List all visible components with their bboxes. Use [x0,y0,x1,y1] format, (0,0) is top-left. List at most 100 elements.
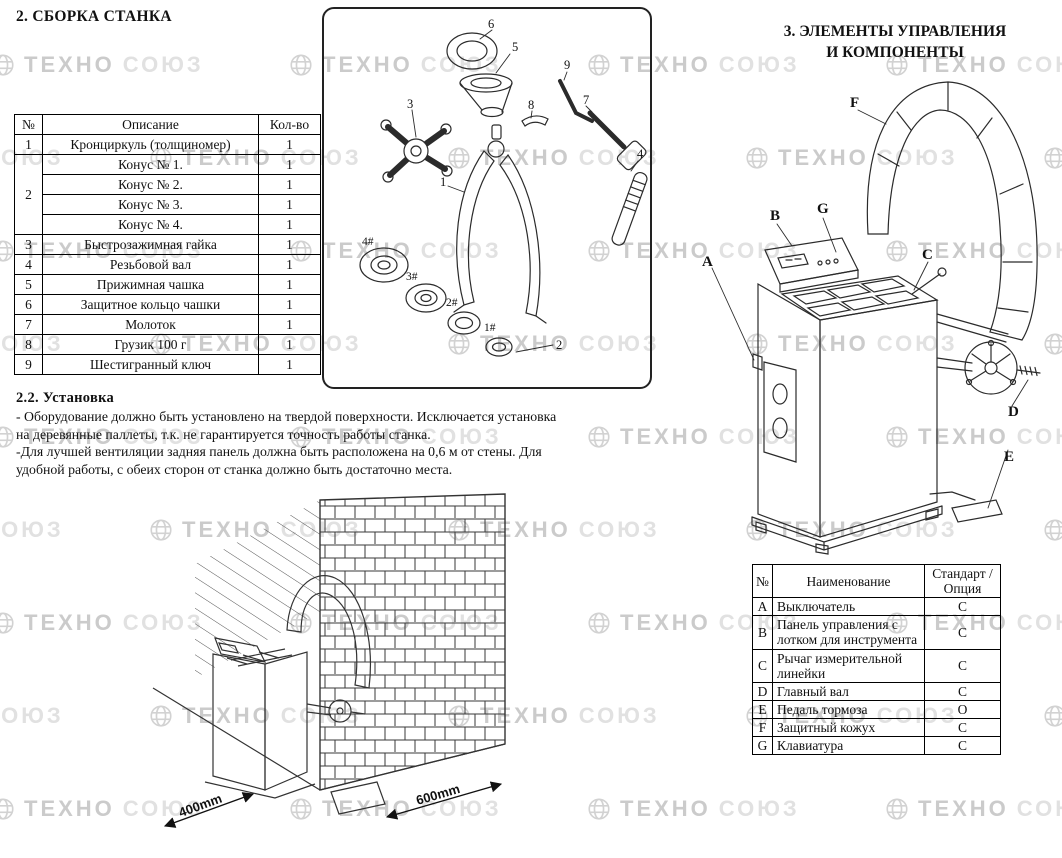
parts-cell-desc: Резьбовой вал [42,254,259,275]
cone-label: 1# [484,322,496,334]
parts-cell-num: 8 [14,334,43,355]
globe-watermark-icon [448,333,470,355]
callout-label: 6 [488,17,494,31]
callout-label: 3 [407,97,413,111]
caliper-part [453,124,547,324]
component-label-C: C [922,247,933,263]
component-cell-value: С [924,615,1001,650]
cabinet-shape [757,282,938,538]
component-leader-lines [711,109,1029,509]
section-controls-title: 3. ЭЛЕМЕНТЫ УПРАВЛЕНИЯ И КОМПОНЕНТЫ [745,22,1045,64]
globe-watermark-icon [588,240,610,262]
callout-label: 2 [556,338,562,352]
components-header-num: № [752,563,773,599]
globe-watermark-icon [0,54,14,76]
component-cell-value: С [924,681,1001,701]
component-label-G: G [817,201,829,217]
section-controls-title-line1: 3. ЭЛЕМЕНТЫ УПРАВЛЕНИЯ [783,23,1007,40]
section-controls-title-line2: И КОМПОНЕНТЫ [826,43,964,61]
component-cell-name: Защитный кожух [772,717,925,738]
cone-part-2 [447,311,481,335]
brake-pedal-shape [929,491,1003,523]
parts-cell-qty: 1 [258,254,321,275]
component-label-F: F [850,95,859,111]
table-row: E Педаль тормоза О [752,699,1001,719]
dimension-400: 400mm [163,791,255,828]
base-shape [751,505,943,555]
table-row: Конус № 3. 1 [15,194,321,215]
parts-cell-desc: Молоток [42,314,259,335]
callout-label: 7 [583,93,589,107]
component-cell-id: B [752,615,773,650]
parts-cell-qty: 1 [258,214,321,235]
globe-watermark-icon [0,426,14,448]
quick-nut-part [380,119,453,183]
parts-cell-desc: Защитное кольцо чашки [42,294,259,315]
exploded-diagram-box: 6 5 9 8 7 4 3 1 2 4# 3# 2# 1# [322,7,652,389]
components-header-std: Стандарт / Опция [924,563,1001,599]
parts-cell-num: 6 [14,294,43,315]
parts-cell-num: 5 [14,274,43,295]
component-cell-value: С [924,648,1001,683]
table-row: 2 Конус № 1. 1 [14,154,321,235]
threaded-shaft-part [611,171,648,246]
table-row: 3 Быстрозажимная гайка 1 [14,234,321,255]
globe-watermark-icon [886,240,908,262]
dimension-label-right: 600mm [414,781,461,808]
parts-cell-qty: 1 [258,294,321,315]
component-cell-name: Выключатель [772,597,925,617]
measuring-lever-shape [911,267,947,295]
globe-watermark-icon [588,798,610,820]
table-row: D Главный вал С [752,681,1001,701]
parts-header-num: № [14,114,43,135]
power-switch-shape [752,353,763,371]
globe-watermark-icon [1044,333,1062,355]
parts-cell-desc: Грузик 100 г [42,334,259,355]
parts-cell-num: 4 [14,254,43,275]
dimension-label-left: 400mm [177,791,224,820]
cone-part-3 [405,283,447,313]
components-table: № Наименование Стандарт / Опция A Выключ… [752,563,1001,756]
parts-cell-num: 7 [14,314,43,335]
component-cell-value: О [924,699,1001,719]
floor-lines [152,687,506,791]
table-row: B Панель управления с лотком для инструм… [752,615,1001,650]
callout-label: 8 [528,98,534,112]
machine-front-view [204,575,386,815]
cone-part-1 [485,337,513,357]
globe-watermark-icon [746,333,768,355]
component-cell-id: E [752,699,773,719]
hammer-part [587,110,647,171]
component-cell-name: Панель управления с лотком для инструмен… [772,615,925,650]
shaft-handwheel-shape [936,339,1041,395]
parts-cell-desc: Кронциркуль (толщиномер) [42,134,259,155]
parts-cell-num: 2 [14,154,43,235]
table-row: 8 Грузик 100 г 1 [14,334,321,355]
parts-cell-desc: Прижимная чашка [42,274,259,295]
hood-shape [866,81,1038,343]
component-label-D: D [1008,404,1019,420]
table-row: C Рычаг измерительной линейки С [752,648,1001,683]
component-cell-value: С [924,717,1001,738]
globe-watermark-icon [0,798,14,820]
globe-watermark-icon [448,147,470,169]
section-assembly-title: 2. СБОРКА СТАНКА [16,8,172,25]
parts-cell-qty: 1 [258,314,321,335]
table-row: 7 Молоток 1 [14,314,321,335]
globe-watermark-icon [1044,147,1062,169]
brick-wall [319,493,506,791]
callout-leader-lines [411,29,639,353]
dimension-600: 600mm [385,781,503,820]
globe-watermark-icon [290,54,312,76]
callout-label: 5 [512,40,518,54]
cone-label: 2# [446,297,458,309]
